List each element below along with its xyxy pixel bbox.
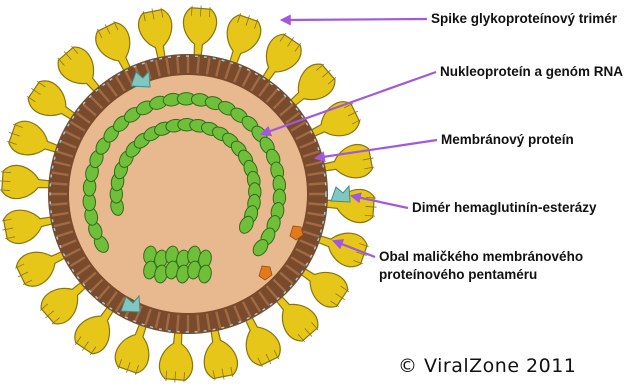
membrane-protein: [309, 203, 326, 204]
membrane-protein: [197, 315, 198, 332]
label-envelope-line2: proteínového pentaméru: [379, 266, 583, 284]
label-hemagglutinin-esterase-dimer: Dimér hemaglutinín-esterázy: [412, 199, 597, 217]
membrane-protein: [50, 183, 67, 184]
membrane-protein: [197, 56, 198, 73]
membrane-protein: [50, 203, 67, 204]
membrane-protein: [177, 315, 178, 332]
label-spike-glycoprotein: Spike glykoproteínový trimér: [431, 10, 617, 28]
copyright-notice: © ViralZone 2011: [398, 355, 576, 377]
label-envelope-line1: Obal maličkého membránového: [379, 248, 583, 266]
label-membrane-protein: Membránový proteín: [441, 131, 574, 149]
hemagglutinin-esterase-dimer: [331, 186, 350, 202]
label-nucleoprotein: Nukleoproteín a genóm RNA: [440, 63, 623, 81]
membrane-protein: [177, 56, 178, 73]
label-pointer-arrow: [282, 19, 427, 20]
label-pointer-arrow: [316, 140, 437, 158]
membrane-protein: [309, 183, 326, 184]
label-envelope-pentamer: Obal maličkého membránového proteínového…: [379, 248, 583, 284]
